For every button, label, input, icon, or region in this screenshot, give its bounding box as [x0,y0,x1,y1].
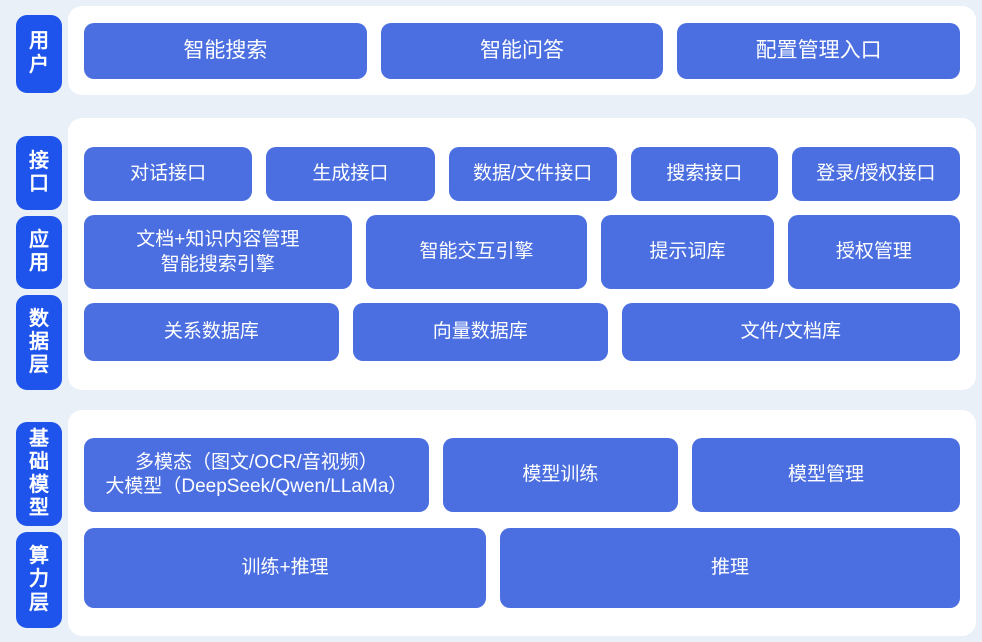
box-model-management[interactable]: 模型管理 [691,438,960,512]
panel-base: 多模态（图文/OCR/音视频） 大模型（DeepSeek/Qwen/LLaMa）… [68,410,976,636]
row-data: 关系数据库 向量数据库 文件/文档库 [84,303,961,361]
layer-tab-user[interactable]: 用户 [16,14,62,93]
box-inference[interactable]: 推理 [500,528,960,608]
box-model-training[interactable]: 模型训练 [442,438,678,512]
box-smart-qa[interactable]: 智能问答 [380,22,664,79]
box-vector-database[interactable]: 向量数据库 [352,303,608,361]
tab-rail-user: 用户 [0,6,68,101]
section-user: 用户 智能搜索 智能问答 配置管理入口 [0,6,982,101]
row-user-1: 智能搜索 智能问答 配置管理入口 [84,22,961,79]
layer-tab-compute-label: 算力层 [29,545,49,614]
row-compute: 训练+推理 推理 [84,528,960,608]
box-doc-knowledge-management[interactable]: 文档+知识内容管理 智能搜索引擎 [84,215,352,289]
layer-tab-foundation-model-label: 基础模型 [29,427,49,520]
box-dialog-api[interactable]: 对话接口 [84,147,253,201]
box-generation-api[interactable]: 生成接口 [266,147,435,201]
panel-middle: 对话接口 生成接口 数据/文件接口 搜索接口 登录/授权接口 文档+知识内容管理… [68,118,976,390]
panel-user: 智能搜索 智能问答 配置管理入口 [68,6,976,95]
box-search-api[interactable]: 搜索接口 [630,147,778,201]
layer-tab-application[interactable]: 应用 [16,215,62,290]
box-training-and-inference[interactable]: 训练+推理 [84,528,487,608]
box-multimodal-large-model[interactable]: 多模态（图文/OCR/音视频） 大模型（DeepSeek/Qwen/LLaMa） [84,438,429,512]
row-application: 文档+知识内容管理 智能搜索引擎 智能交互引擎 提示词库 授权管理 [84,215,960,289]
box-prompt-library[interactable]: 提示词库 [601,215,774,289]
box-smart-search[interactable]: 智能搜索 [84,22,367,79]
section-base: 基础模型 算力层 多模态（图文/OCR/音视频） 大模型（DeepSeek/Qw… [0,410,982,636]
tab-rail-base: 基础模型 算力层 [0,410,68,636]
box-config-management-entry[interactable]: 配置管理入口 [677,22,961,79]
box-smart-interaction-engine[interactable]: 智能交互引擎 [365,215,588,289]
tab-rail-middle: 接口 应用 数据层 [0,118,68,390]
box-login-auth-api[interactable]: 登录/授权接口 [791,147,961,201]
row-foundation-model: 多模态（图文/OCR/音视频） 大模型（DeepSeek/Qwen/LLaMa）… [84,438,960,512]
row-interface: 对话接口 生成接口 数据/文件接口 搜索接口 登录/授权接口 [84,147,961,201]
box-authorization-management[interactable]: 授权管理 [787,215,960,289]
layer-tab-interface-label: 接口 [29,149,49,195]
box-relational-database[interactable]: 关系数据库 [84,303,339,361]
layer-tab-interface[interactable]: 接口 [16,136,62,210]
section-middle: 接口 应用 数据层 对话接口 生成接口 数据/文件接口 搜索接口 登录/授权接口… [0,118,982,390]
box-data-file-api[interactable]: 数据/文件接口 [448,147,617,201]
layer-tab-foundation-model[interactable]: 基础模型 [16,422,62,526]
layer-tab-data[interactable]: 数据层 [16,295,62,390]
box-file-document-store[interactable]: 文件/文档库 [621,303,961,361]
layer-tab-application-label: 应用 [29,229,49,275]
layer-tab-user-label: 用户 [29,30,49,76]
layer-tab-data-label: 数据层 [29,307,49,377]
layer-tab-compute[interactable]: 算力层 [16,532,62,628]
